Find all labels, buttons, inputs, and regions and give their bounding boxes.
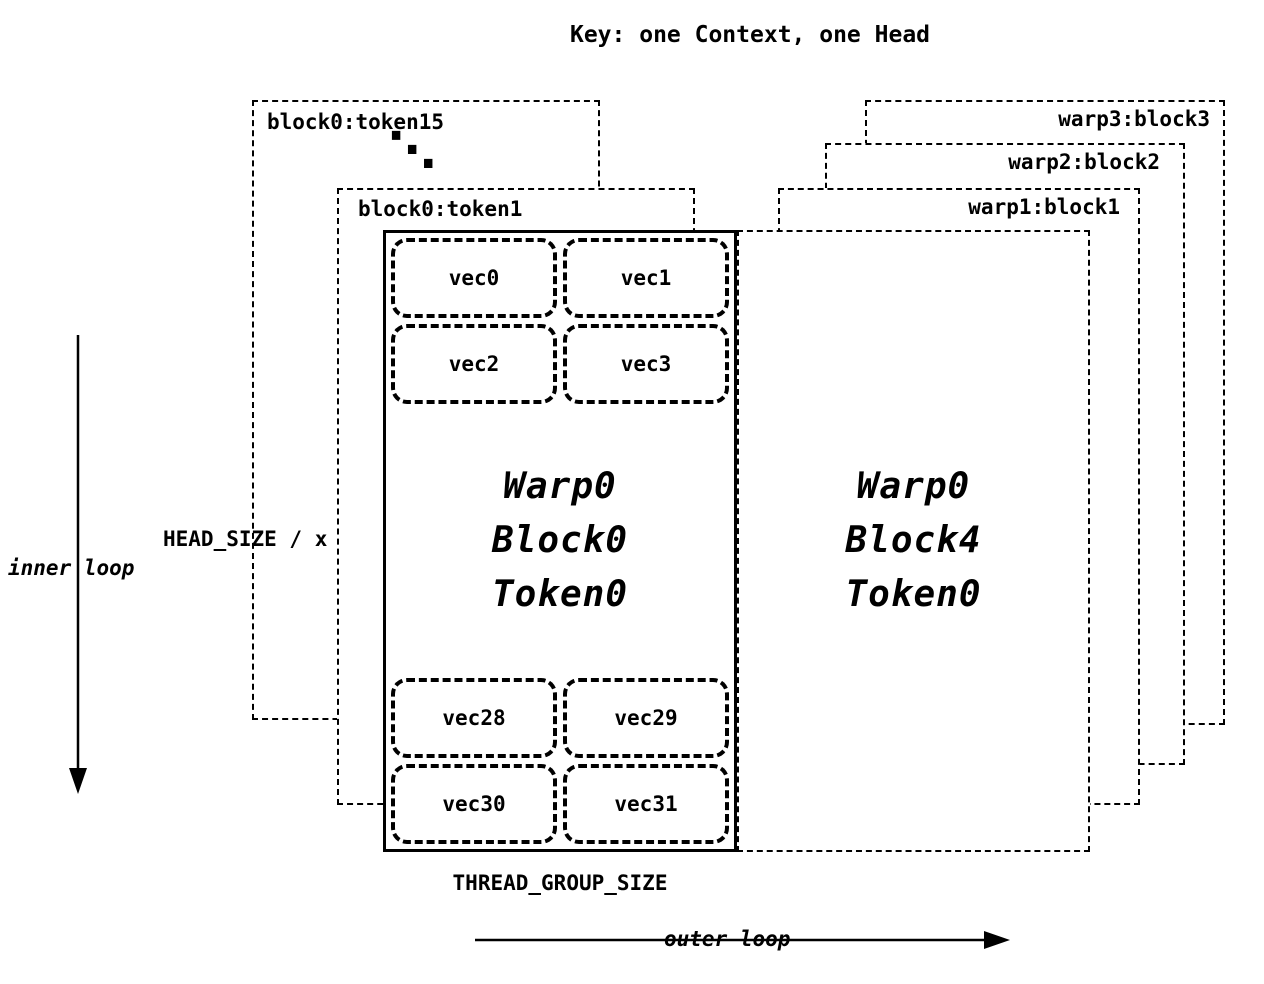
diagonal-ellipsis: ⋱ [388, 122, 436, 178]
warp1-block1-label: warp1:block1 [968, 195, 1120, 219]
warp2-block2-label: warp2:block2 [1008, 150, 1160, 174]
diagram-title: Key: one Context, one Head [569, 22, 931, 48]
inner-loop-label: inner loop [8, 556, 135, 580]
top-vec-grid: vec0 vec1 vec2 vec3 [391, 238, 729, 404]
left-box-text: Warp0 Block0 Token0 [386, 460, 734, 622]
block0-token15-label: block0:token15 [267, 110, 445, 134]
right-box-text: Warp0 Block4 Token0 [739, 460, 1088, 622]
right-box-line-2: Block4 [845, 520, 982, 561]
warp3-block3-label: warp3:block3 [1058, 107, 1210, 131]
warp0-block4-token0-box: Warp0 Block4 Token0 [737, 230, 1090, 852]
outer-loop-label: outer loop [664, 927, 791, 951]
vec-cell-3: vec3 [563, 324, 729, 404]
vec-cell-0: vec0 [391, 238, 557, 318]
vec-cell-2: vec2 [391, 324, 557, 404]
inner-loop-arrow [69, 335, 87, 794]
block0-token1-label: block0:token1 [358, 197, 523, 221]
left-box-line-3: Token0 [491, 574, 629, 615]
thread-group-size-label: THREAD_GROUP_SIZE [452, 871, 668, 895]
left-box-line-1: Warp0 [503, 466, 617, 507]
right-box-line-3: Token0 [845, 574, 982, 615]
left-box-line-2: Block0 [491, 520, 629, 561]
bottom-vec-grid: vec28 vec29 vec30 vec31 [391, 678, 729, 844]
vec-cell-29: vec29 [563, 678, 729, 758]
vec-cell-30: vec30 [391, 764, 557, 844]
vec-cell-31: vec31 [563, 764, 729, 844]
right-box-line-1: Warp0 [856, 466, 971, 507]
vec-cell-28: vec28 [391, 678, 557, 758]
outer-loop-arrow [475, 931, 1010, 949]
head-size-label: HEAD_SIZE / x [163, 527, 328, 551]
warp0-block0-token0-box: vec0 vec1 vec2 vec3 Warp0 Block0 Token0 … [383, 230, 737, 852]
vec-cell-1: vec1 [563, 238, 729, 318]
